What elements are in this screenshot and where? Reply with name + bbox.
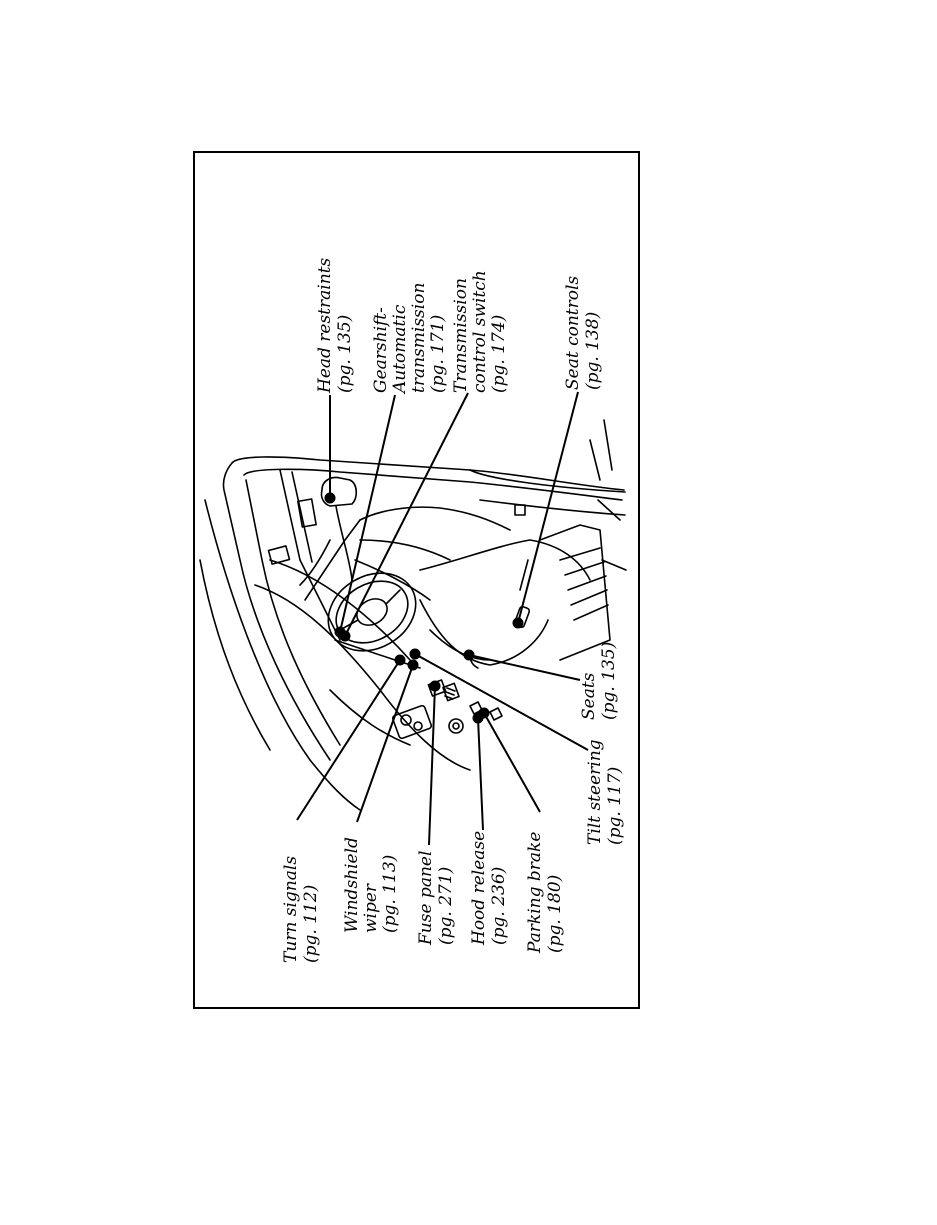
dot-transmission-control: [341, 632, 350, 641]
label-windshield-wiper: Windshield wiper (pg. 113): [342, 832, 400, 933]
dot-parking-brake: [480, 709, 489, 718]
dot-windshield-wiper: [409, 661, 418, 670]
label-transmission-control: Transmission control switch (pg. 174): [451, 265, 509, 393]
callout-leaders: [297, 392, 588, 845]
label-hood-release: Hood release (pg. 236): [469, 825, 509, 946]
dot-turn-signals: [396, 656, 405, 665]
leader-parking-brake: [484, 713, 540, 812]
dot-seat-controls: [514, 619, 523, 628]
leader-turn-signals: [297, 660, 400, 820]
label-seats: Seats (pg. 135): [579, 642, 619, 720]
label-tilt-steering: Tilt steering (pg. 117): [585, 734, 625, 845]
label-gearshift: Gearshift- Automatic transmission (pg. 1…: [371, 277, 448, 395]
leader-fuse-panel: [429, 686, 435, 845]
dot-head-restraints: [326, 494, 335, 503]
dot-fuse-panel: [431, 682, 440, 691]
dot-seats: [465, 651, 474, 660]
leader-transmission-control: [345, 393, 468, 636]
leader-tilt-steering: [415, 654, 588, 750]
leader-gearshift: [340, 395, 395, 632]
label-parking-brake: Parking brake (pg. 180): [525, 826, 565, 954]
interior-illustration: [200, 420, 626, 810]
dot-tilt-steering: [411, 650, 420, 659]
leader-hood-release: [478, 718, 483, 830]
label-head-restraints: Head restraints (pg. 135): [315, 252, 355, 394]
label-fuse-panel: Fuse panel (pg. 271): [416, 845, 456, 946]
leader-seat-controls: [518, 392, 578, 623]
label-seat-controls: Seat controls (pg. 138): [563, 270, 603, 390]
label-turn-signals: Turn signals (pg. 112): [281, 851, 321, 963]
